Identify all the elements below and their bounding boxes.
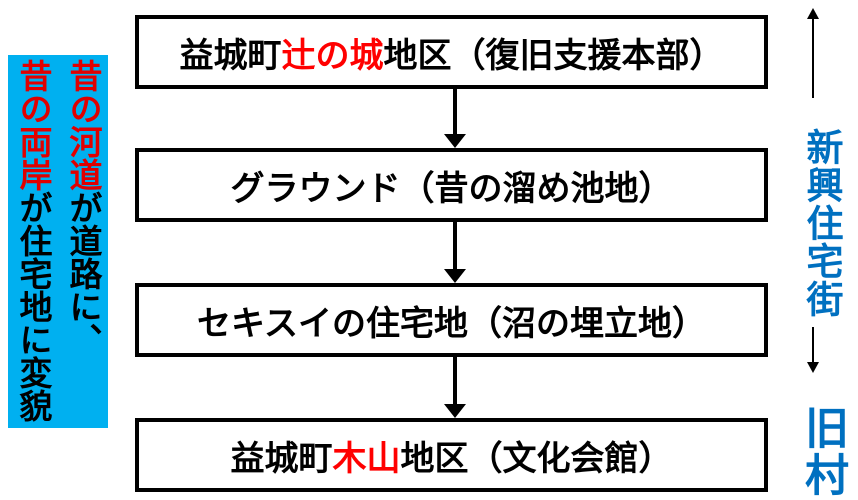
arrow-line <box>453 222 457 270</box>
arrow-head <box>444 269 466 283</box>
old-river-banner: 昔の河道が道路に、 昔の両岸が住宅地に変貌 <box>8 55 108 428</box>
arrow-head <box>444 134 466 148</box>
new-town-label: 新興住宅街 <box>801 128 842 318</box>
up-arrow-icon <box>805 8 821 98</box>
flow-box-kiyama: 益城町木山地区（文化会館） <box>135 418 768 492</box>
old-river-banner-text: 昔の河道が道路に、 昔の両岸が住宅地に変貌 <box>8 59 108 428</box>
down-arrow-icon <box>441 357 469 418</box>
banner-line-1: 昔の河道が道路に、 <box>65 59 102 356</box>
arrow-head <box>807 8 819 19</box>
arrow-head <box>807 362 819 373</box>
arrow-line <box>812 17 814 98</box>
flow-box-ground: グラウンド（昔の溜め池地） <box>135 148 768 222</box>
down-arrow-icon <box>805 327 821 373</box>
arrow-line <box>453 89 457 135</box>
flow-box-tsujinoshiro: 益城町辻の城地区（復旧支援本部） <box>135 15 768 89</box>
down-arrow-icon <box>441 89 469 148</box>
old-village-label: 旧村 <box>798 405 847 499</box>
down-arrow-icon <box>441 222 469 283</box>
arrow-line <box>453 357 457 405</box>
banner-line-2: 昔の両岸が住宅地に変貌 <box>15 59 52 422</box>
arrow-head <box>444 404 466 418</box>
flow-box-sekisui: セキスイの住宅地（沼の埋立地） <box>135 283 768 357</box>
arrow-line <box>812 327 814 363</box>
